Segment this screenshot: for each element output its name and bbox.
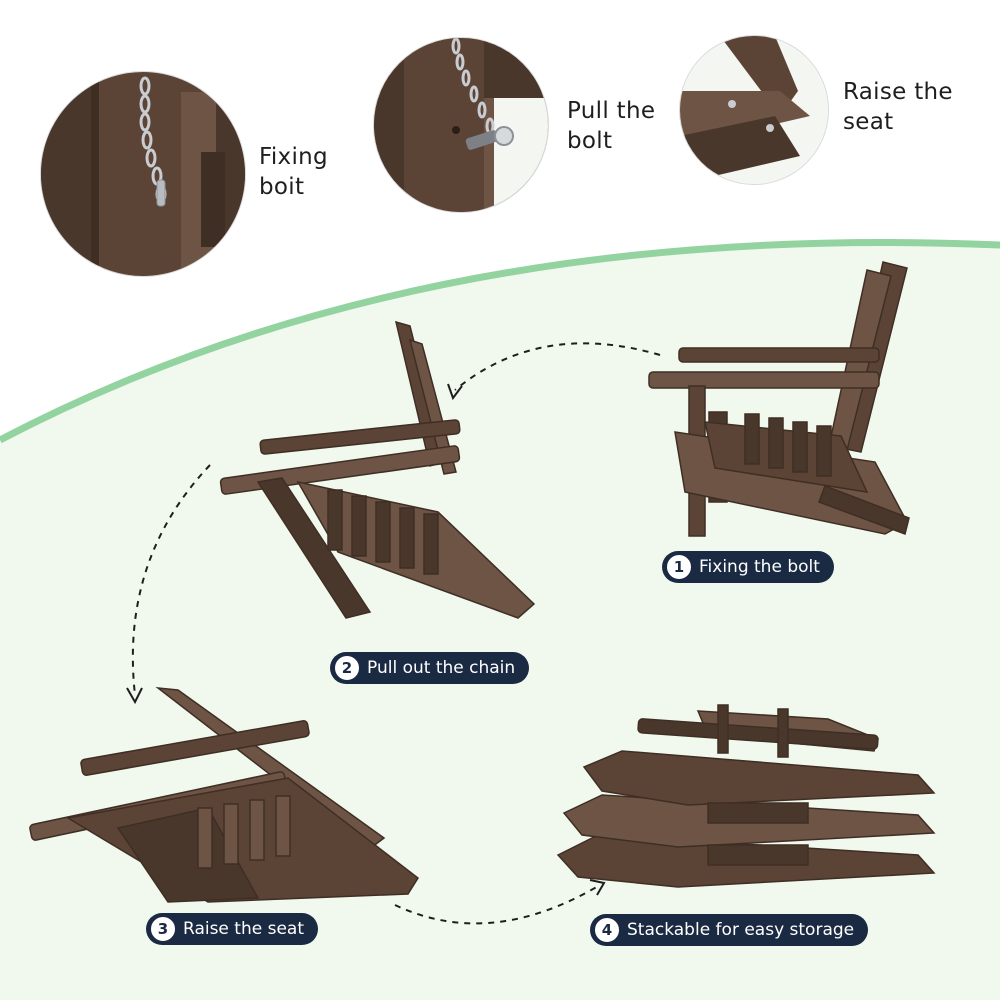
detail-label-line: bolt <box>567 128 613 154</box>
step-badge-4: 4 Stackable for easy storage <box>590 914 869 946</box>
detail-fixing-bolt <box>41 72 245 276</box>
chair-step-4-image <box>556 704 938 890</box>
step-label: Fixing the bolt <box>699 557 820 577</box>
detail-pull-bolt <box>374 38 548 212</box>
step-number: 4 <box>595 918 619 942</box>
detail-label-line: Fixing <box>259 144 328 170</box>
arrow-3-to-4 <box>394 884 601 925</box>
arrowhead-icon <box>126 687 143 705</box>
step-badge-3: 3 Raise the seat <box>146 913 319 945</box>
detail-label-line: seat <box>843 109 894 135</box>
detail-label-line: boit <box>259 174 305 200</box>
step-label: Pull out the chain <box>367 658 516 678</box>
detail-label-raise-seat: Raise the seat <box>843 77 953 137</box>
step-badge-1: 1 Fixing the bolt <box>662 551 834 583</box>
step-badge-2: 2 Pull out the chain <box>330 652 530 684</box>
step-label: Raise the seat <box>183 919 305 939</box>
arrow-1-to-2 <box>454 342 661 391</box>
step-number: 3 <box>151 917 175 941</box>
chair-step-1-image <box>645 261 915 542</box>
chair-step-2-image <box>218 320 538 622</box>
detail-label-fixing-bolt: Fixing boit <box>259 142 328 202</box>
step-number: 2 <box>335 656 359 680</box>
detail-label-line: Raise the <box>843 79 953 105</box>
green-band <box>0 238 1000 444</box>
chair-step-3-image <box>28 686 419 908</box>
detail-raise-seat <box>680 36 828 184</box>
arrow-2-to-3 <box>131 464 211 696</box>
step-number: 1 <box>667 555 691 579</box>
detail-label-pull-bolt: Pull the bolt <box>567 96 655 156</box>
step-label: Stackable for easy storage <box>627 920 855 940</box>
arrowhead-icon <box>589 879 606 896</box>
arrowhead-icon <box>447 383 463 401</box>
detail-label-line: Pull the <box>567 98 656 124</box>
